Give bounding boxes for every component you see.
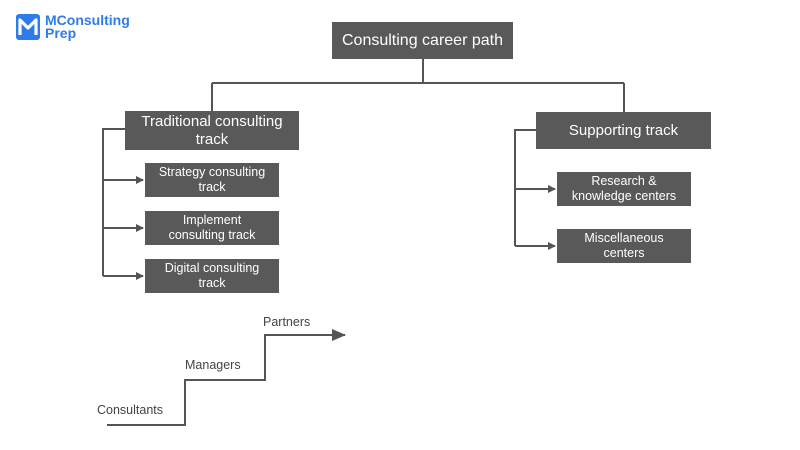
misc-line-1: Miscellaneous — [584, 231, 664, 245]
research-centers-node: Research & knowledge centers — [557, 172, 691, 206]
logo-text: MConsulting Prep — [45, 12, 130, 41]
logo: MConsulting Prep — [16, 12, 130, 41]
supporting-track-node: Supporting track — [536, 112, 711, 149]
root-node: Consulting career path — [332, 22, 513, 59]
supporting-spine — [514, 129, 536, 246]
digital-line-2: track — [198, 276, 226, 290]
strategy-line-1: Strategy consulting — [158, 165, 266, 179]
ladder-label-consultants: Consultants — [97, 403, 164, 417]
research-line-1: Research & — [591, 174, 657, 188]
misc-centers-node: Miscellaneous centers — [557, 229, 691, 263]
traditional-spine — [102, 128, 125, 276]
misc-line-2: centers — [603, 246, 645, 260]
root-label: Consulting career path — [342, 31, 503, 49]
implement-line-2: consulting track — [168, 228, 256, 242]
digital-consulting-node: Digital consulting track — [145, 259, 279, 293]
ladder-label-managers: Managers — [185, 358, 241, 372]
logo-m-icon — [16, 14, 40, 40]
traditional-label-line-1: Traditional consulting — [141, 112, 283, 130]
logo-line-1: MConsulting — [45, 12, 130, 28]
supporting-label: Supporting track — [568, 121, 679, 139]
traditional-track-node: Traditional consulting track — [125, 111, 299, 150]
strategy-line-2: track — [198, 180, 226, 194]
research-line-2: knowledge centers — [571, 189, 677, 203]
logo-line-2: Prep — [45, 25, 77, 41]
root-connector — [211, 59, 625, 112]
ladder-label-partners: Partners — [263, 315, 311, 329]
career-staircase — [107, 329, 346, 426]
strategy-consulting-node: Strategy consulting track — [145, 163, 279, 197]
implement-line-1: Implement — [182, 213, 242, 227]
digital-line-1: Digital consulting — [164, 261, 260, 275]
implement-consulting-node: Implement consulting track — [145, 211, 279, 245]
traditional-label-line-2: track — [195, 130, 229, 148]
